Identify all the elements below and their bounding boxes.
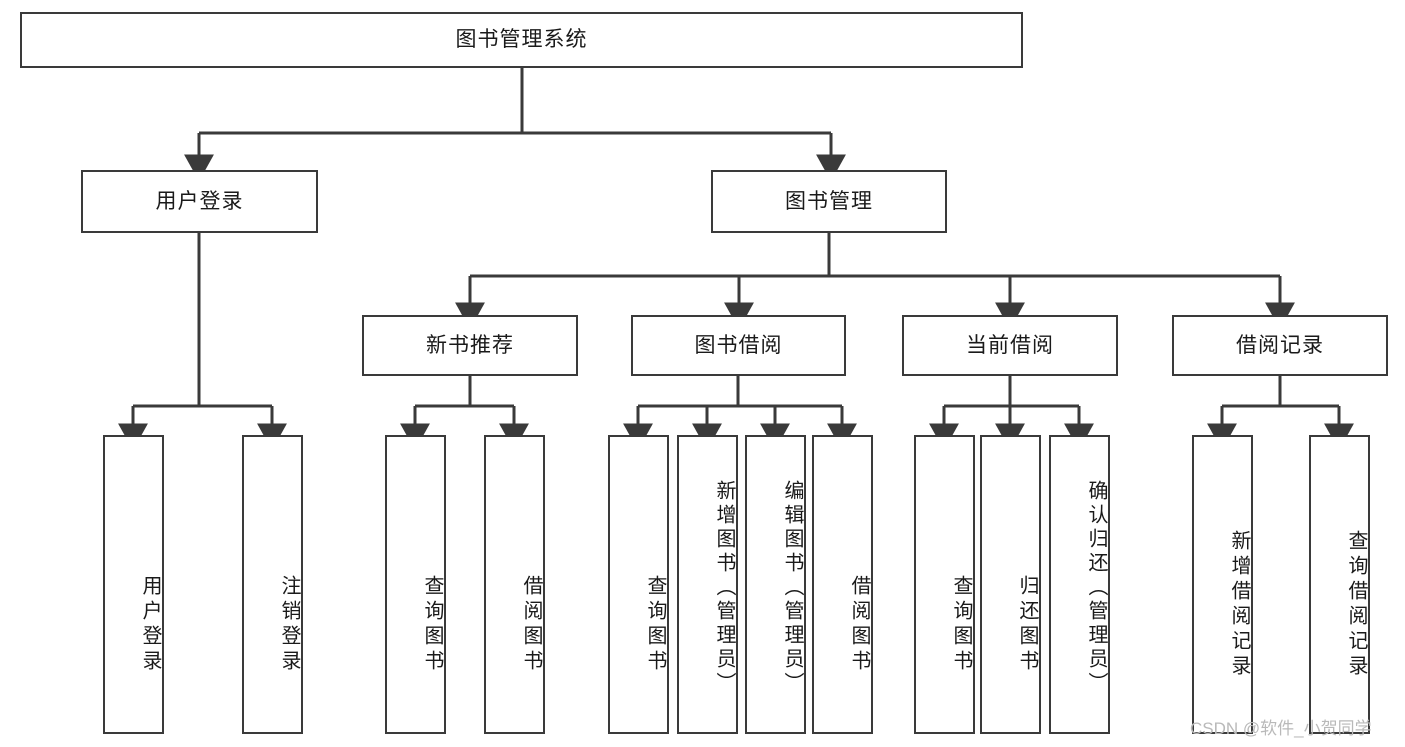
node-label: 查询图书: [421, 574, 443, 675]
node-label: 归还图书: [1016, 574, 1038, 675]
node-label: 新增图书（管理员）: [713, 480, 735, 696]
leaf-borrow-record-query-record[interactable]: 查询借阅记录: [1309, 435, 1370, 734]
leaf-user-login-logout[interactable]: 注销登录: [242, 435, 303, 734]
leaf-current-borrow-query-book[interactable]: 查询图书: [914, 435, 975, 734]
node-label: 新书推荐: [426, 333, 514, 357]
leaf-book-borrow-query-book[interactable]: 查询图书: [608, 435, 669, 734]
node-label: 借阅图书: [848, 574, 870, 675]
leaf-book-borrow-edit-book-admin[interactable]: 编辑图书（管理员）: [745, 435, 806, 734]
node-label: 查询图书: [950, 574, 972, 675]
leaf-book-borrow-add-book-admin[interactable]: 新增图书（管理员）: [677, 435, 738, 734]
leaf-book-borrow-borrow-book[interactable]: 借阅图书: [812, 435, 873, 734]
leaf-current-borrow-confirm-return-admin[interactable]: 确认归还（管理员）: [1049, 435, 1110, 734]
node-label: 注销登录: [278, 574, 300, 675]
node-borrow-record[interactable]: 借阅记录: [1172, 315, 1388, 376]
leaf-borrow-record-add-record[interactable]: 新增借阅记录: [1192, 435, 1253, 734]
node-book-borrow[interactable]: 图书借阅: [631, 315, 846, 376]
node-label: 用户登录: [155, 189, 244, 213]
node-label: 确认归还（管理员）: [1085, 480, 1107, 696]
leaf-new-book-borrow-book[interactable]: 借阅图书: [484, 435, 545, 734]
leaf-user-login-login[interactable]: 用户登录: [103, 435, 164, 734]
node-label: 借阅图书: [520, 574, 542, 675]
node-label: 查询借阅记录: [1345, 529, 1367, 680]
leaf-new-book-query-book[interactable]: 查询图书: [385, 435, 446, 734]
node-label: 查询图书: [644, 574, 666, 675]
node-label: 图书管理系统: [455, 28, 588, 52]
node-label: 图书借阅: [694, 333, 783, 357]
node-root-book-management-system[interactable]: 图书管理系统: [20, 12, 1023, 68]
leaf-current-borrow-return-book[interactable]: 归还图书: [980, 435, 1041, 734]
csdn-watermark: CSDN @软件_小贺同学: [1190, 719, 1372, 738]
node-label: 用户登录: [139, 574, 161, 675]
node-current-borrow[interactable]: 当前借阅: [902, 315, 1118, 376]
node-user-login[interactable]: 用户登录: [81, 170, 318, 233]
node-new-book-recommend[interactable]: 新书推荐: [362, 315, 578, 376]
node-label: 借阅记录: [1236, 333, 1324, 357]
node-label: 新增借阅记录: [1228, 529, 1250, 680]
node-label: 当前借阅: [966, 333, 1054, 357]
node-label: 图书管理: [785, 189, 873, 213]
node-label: 编辑图书（管理员）: [781, 480, 803, 696]
node-book-management[interactable]: 图书管理: [711, 170, 947, 233]
